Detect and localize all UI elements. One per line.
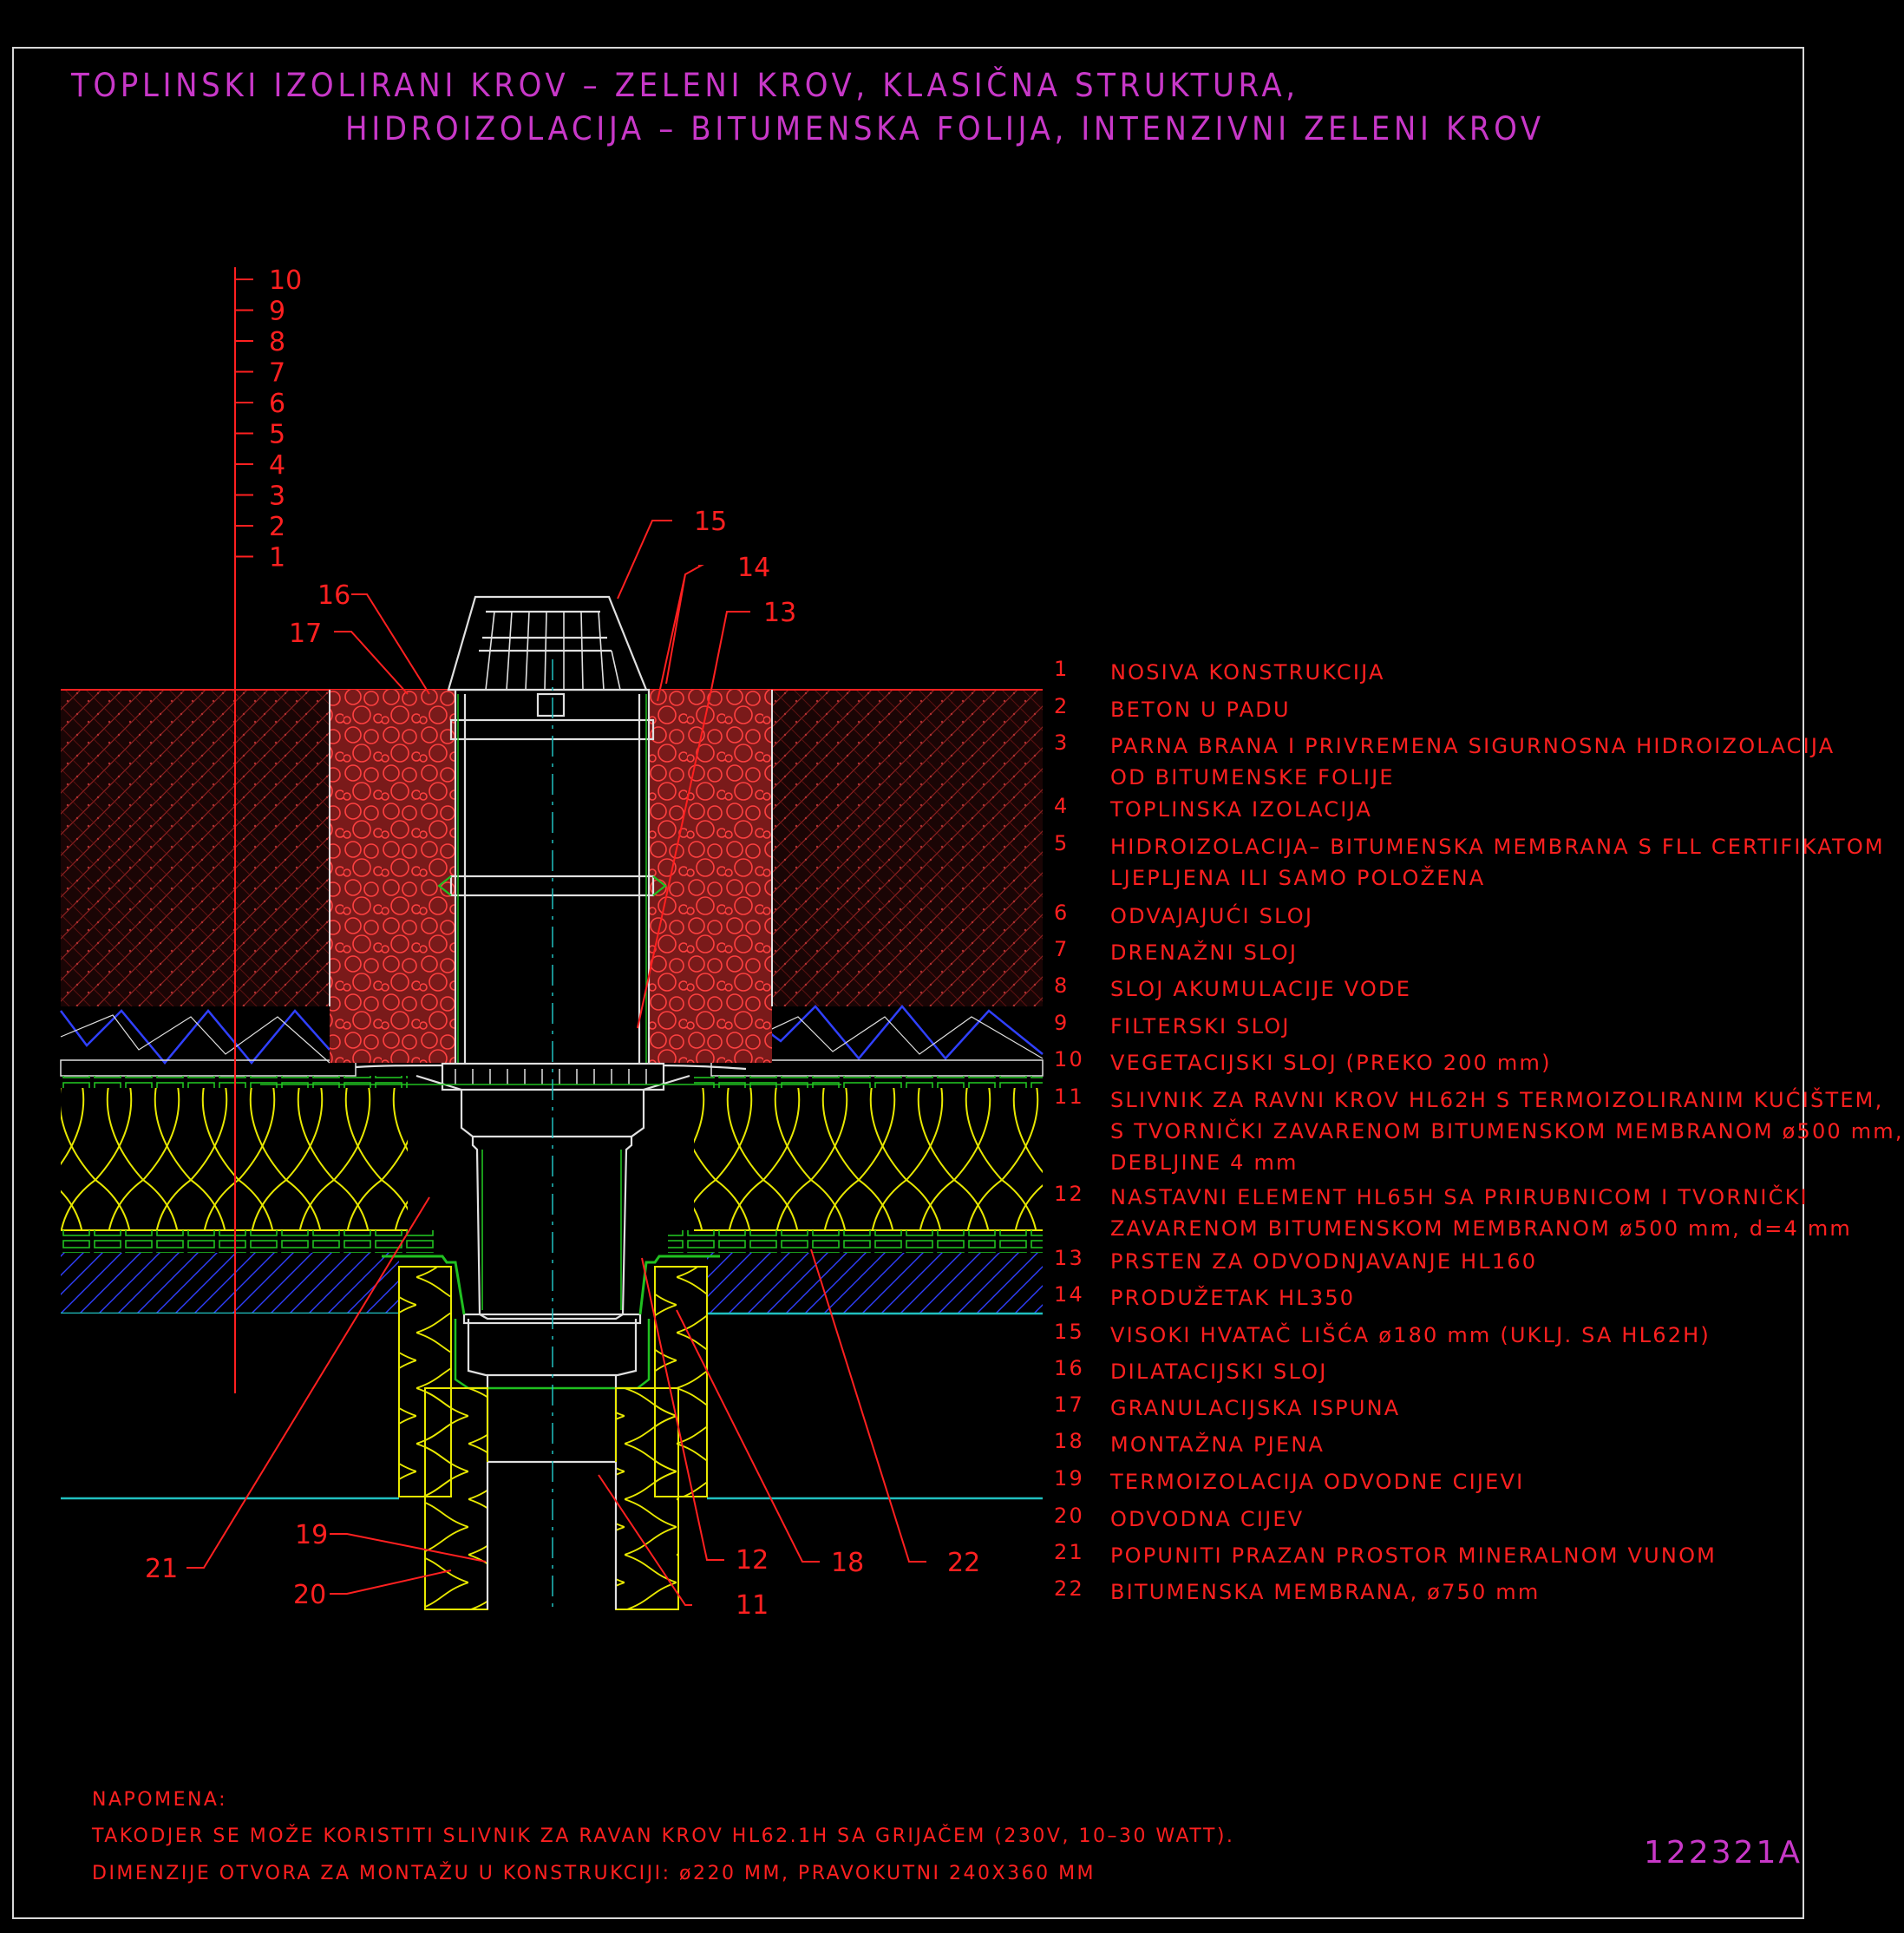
- legend-text: VISOKI HVATAČ LIŠĆA ø180 mm (UKLJ. SA HL…: [1110, 1323, 1711, 1347]
- legend-text: NASTAVNI ELEMENT HL65H SA PRIRUBNICOM I …: [1110, 1185, 1853, 1241]
- callout-15: 15: [694, 507, 727, 537]
- legend-text: PRODUŽETAK HL350: [1110, 1286, 1356, 1310]
- legend-text: TOPLINSKA IZOLACIJA: [1110, 797, 1373, 822]
- legend-number: 11: [1054, 1084, 1084, 1109]
- callout-13: 13: [763, 598, 796, 628]
- callout-12: 12: [736, 1545, 769, 1576]
- legend-text: PRSTEN ZA ODVODNJAVANJE HL160: [1110, 1249, 1538, 1274]
- legend-text: HIDROIZOLACIJA– BITUMENSKA MEMBRANA S FL…: [1110, 835, 1885, 890]
- legend-number: 10: [1054, 1047, 1084, 1071]
- title-line-2: HIDROIZOLACIJA – BITUMENSKA FOLIJA, INTE…: [345, 110, 1545, 147]
- layer-stack-left: [60, 690, 434, 1500]
- legend-text: TERMOIZOLACIJA ODVODNE CIJEVI: [1110, 1470, 1525, 1494]
- scale-label: 3: [269, 482, 285, 512]
- legend-text: SLOJ AKUMULACIJE VODE: [1110, 977, 1412, 1001]
- legend-text: SLIVNIK ZA RAVNI KROV HL62H S TERMOIZOLI…: [1110, 1088, 1904, 1175]
- scale-label: 1: [269, 543, 285, 573]
- legend-text: ODVODNA CIJEV: [1110, 1507, 1305, 1531]
- callout-19: 19: [295, 1520, 328, 1550]
- legend-text: DRENAŽNI SLOJ: [1110, 940, 1299, 965]
- note-line-1: TAKODJER SE MOŽE KORISTITI SLIVNIK ZA RA…: [92, 1825, 1235, 1847]
- legend-text: ODVAJAJUĆI SLOJ: [1110, 904, 1314, 928]
- callout-18: 18: [831, 1548, 864, 1578]
- note-line-2: DIMENZIJE OTVORA ZA MONTAŽU U KONSTRUKCI…: [92, 1863, 1096, 1884]
- legend-number: 6: [1054, 901, 1070, 925]
- legend-number: 5: [1054, 831, 1070, 855]
- legend-number: 1: [1054, 657, 1070, 681]
- legend-number: 18: [1054, 1429, 1084, 1453]
- legend-number: 21: [1054, 1540, 1084, 1564]
- scale-label: 2: [269, 512, 285, 542]
- roof-drain-body: [260, 1062, 841, 1320]
- legend-text: DILATACIJSKI SLOJ: [1110, 1360, 1328, 1384]
- legend-number: 22: [1054, 1576, 1084, 1601]
- callout-16: 16: [317, 580, 350, 611]
- scale-label: 4: [269, 450, 285, 481]
- scale-label: 8: [269, 327, 285, 357]
- scale-label: 7: [269, 358, 285, 389]
- scale-label: 10: [269, 265, 302, 296]
- legend-text: POPUNITI PRAZAN PROSTOR MINERALNOM VUNOM: [1110, 1543, 1718, 1568]
- callout-22: 22: [947, 1548, 980, 1578]
- legend-text: PARNA BRANA I PRIVREMENA SIGURNOSNA HIDR…: [1110, 734, 1835, 790]
- legend-number: 20: [1054, 1504, 1084, 1528]
- drawing-code: 122321A: [1644, 1835, 1803, 1871]
- legend-text: BETON U PADU: [1110, 698, 1291, 722]
- title-line-1: TOPLINSKI IZOLIRANI KROV – ZELENI KROV, …: [71, 67, 1299, 104]
- callout-11: 11: [736, 1590, 769, 1621]
- drawing-frame: [12, 47, 1804, 1919]
- callout-20: 20: [293, 1580, 326, 1610]
- scale-label: 9: [269, 297, 285, 327]
- legend-number: 17: [1054, 1392, 1084, 1417]
- callout-14: 14: [737, 553, 770, 583]
- legend-number: 19: [1054, 1466, 1084, 1491]
- legend-number: 7: [1054, 937, 1070, 961]
- callout-labels: 15 14 13 16 17 21 19 20 12 18 22 11: [145, 507, 980, 1621]
- legend-number: 14: [1054, 1282, 1084, 1307]
- legend-number: 4: [1054, 794, 1070, 818]
- callout-21: 21: [145, 1554, 178, 1584]
- legend-number: 2: [1054, 694, 1070, 718]
- legend-number: 9: [1054, 1011, 1070, 1035]
- legend-number: 8: [1054, 973, 1070, 998]
- drain-pipe: [424, 1387, 679, 1610]
- legend-number: 12: [1054, 1182, 1084, 1206]
- leaf-catcher: [447, 595, 648, 718]
- callout-leaders: [186, 520, 926, 1606]
- legend-number: 15: [1054, 1320, 1084, 1344]
- legend-text: BITUMENSKA MEMBRANA, ø750 mm: [1110, 1580, 1541, 1604]
- note-title: NAPOMENA:: [92, 1789, 228, 1811]
- granular-fill: [329, 690, 773, 1063]
- legend-text: NOSIVA KONSTRUKCIJA: [1110, 660, 1385, 685]
- layer-scale: [234, 267, 253, 1393]
- scale-label: 5: [269, 420, 285, 450]
- legend-number: 16: [1054, 1356, 1084, 1380]
- legend-number: 3: [1054, 731, 1070, 755]
- legend-text: VEGETACIJSKI SLOJ (PREKO 200 mm): [1110, 1051, 1552, 1075]
- legend-text: FILTERSKI SLOJ: [1110, 1014, 1291, 1039]
- scale-label: 6: [269, 389, 285, 419]
- legend-text: GRANULACIJSKA ISPUNA: [1110, 1396, 1401, 1420]
- legend-number: 13: [1054, 1246, 1084, 1270]
- callout-17: 17: [289, 619, 322, 649]
- legend-text: MONTAŽNA PJENA: [1110, 1432, 1325, 1457]
